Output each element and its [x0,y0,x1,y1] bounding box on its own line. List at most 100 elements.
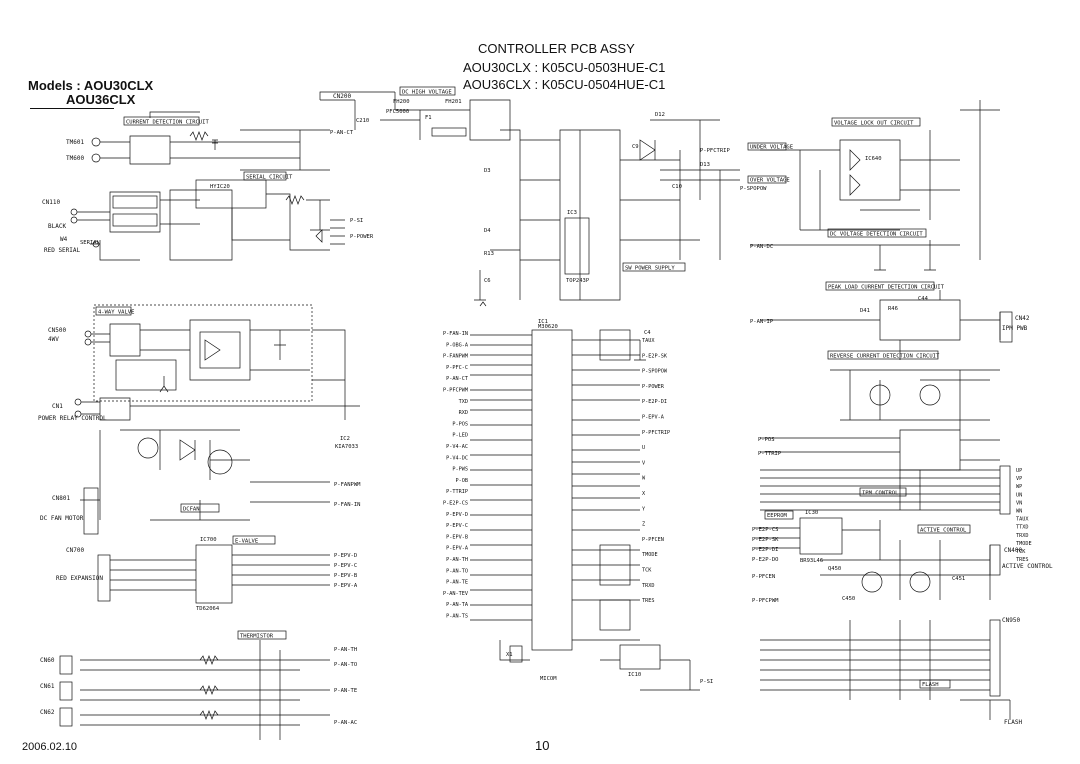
model-line-2: AOU36CLX : K05CU-0504HUE-C1 [463,77,666,92]
label-ipm-control: IPM CONTROL [862,491,899,497]
net-p-e2p-do: P-E2P-DO [752,557,779,563]
net-p-pfcpwm: P-PFCPWM [752,598,779,604]
micom-right-signal-10: X [642,491,646,497]
connector-cn500: CN500 [48,327,66,334]
block-frame-current-detection [123,116,200,126]
resistor-icon [199,710,219,720]
connector-tm601: TM601 [66,139,84,146]
net-p-pos: P-POS [758,437,775,443]
connector-icon [74,398,82,406]
capacitor-icon [634,340,646,361]
label-dc-voltage-detection: DC VOLTAGE DETECTION CIRCUIT [830,232,923,238]
cn42-note: IPM PWB [1002,325,1028,332]
transistor-icon [137,437,159,459]
micom-right-signal-2: P-SPOPOW [642,369,668,375]
part-c450: C450 [842,596,855,602]
part-fh201: FH201 [445,99,462,105]
part-c4: C4 [644,330,651,336]
connector-icon [91,137,101,147]
connector-tm600: TM600 [66,155,84,162]
ic640-label: IC640 [865,156,882,162]
micom-right-signal-5: P-EPV-A [642,415,665,421]
connector-cn60: CN60 [40,657,55,664]
label-eeprom: EEPROM [767,513,788,519]
part-c10: C10 [672,184,682,190]
connector-cn801: CN801 [52,495,70,502]
transistor-icon [909,571,931,593]
part-c6: C6 [484,278,491,284]
ground-icon [479,301,487,307]
connector-icon [84,338,92,346]
edge-signal-0: UP [1016,468,1022,474]
micom-left-signal-0: P-FAN-IN [443,331,468,337]
net-p-an-th: P-AN-TH [334,647,357,653]
part-x1: X1 [506,652,513,658]
connector-icon [70,208,78,216]
connector-cn700: CN700 [66,547,84,554]
edge-signal-11: TRES [1016,557,1029,563]
part-c210: C210 [356,118,369,124]
micom-right-signal-0: TAUX [642,338,655,344]
ic2-label: IC2 [340,436,350,442]
transistor-icon [919,384,941,406]
micom-right-signal-4: P-E2P-DI [642,399,667,405]
ic700-label: IC700 [200,537,217,543]
part-c44: C44 [918,296,929,302]
ic30-label: IC30 [805,510,818,516]
micom-right-signal-17: TRES [642,598,655,604]
net-p-an-dc: P-AN-DC [750,244,773,250]
op-amp-icon [849,174,861,196]
micom-left-signal-10: P-V4-AC [446,444,468,450]
micom-right-signal-6: P-PFCTRIP [642,430,670,436]
connector-cn950: CN950 [1002,617,1020,624]
part-d3: D3 [484,168,491,174]
edge-signal-3: UN [1016,492,1022,498]
micom-left-signal-24: P-AN-TA [446,602,469,608]
micom-left-signal-14: P-TTRIP [446,489,468,495]
net-p-e2p-cs: P-E2P-CS [752,527,779,533]
micom-left-signal-22: P-AN-TE [446,580,468,586]
cn700-note: RED EXPANSION [56,575,103,582]
capacitor-icon [212,139,218,150]
net-p-epv-b: P-EPV-B [334,573,358,579]
transistor-icon [869,384,891,406]
label-reverse-current: REVERSE CURRENT DETECTION CIRCUIT [830,354,940,360]
net-p-an-ct: P-AN-CT [330,130,354,136]
diode-icon [204,339,221,361]
models-label: Models : AOU30CLX [28,78,154,93]
footer-page-number: 10 [535,738,550,753]
micom-left-signal-9: P-LED [452,433,468,439]
block-frame-sw-power-supply [622,262,686,272]
label-serial: SERIAL [80,240,101,246]
micom-right-signal-13: P-PFCEN [642,537,664,543]
label-four-way-valve: 4-WAY VALVE [98,310,134,316]
edge-signal-4: VN [1016,500,1022,506]
net-p-e2p-sk: P-E2P-SK [752,537,779,543]
ic700-part: TD62064 [196,606,220,612]
connector-cn400: CN400 [1004,547,1022,554]
micom-right-signal-12: Z [642,522,645,528]
label-peak-load-current: PEAK LOAD CURRENT DETECTION CIRCUIT [828,285,945,291]
micom-left-signals: P-FAN-INP-OBG-AP-FANPWMP-PFC-CP-AN-CTP-P… [443,331,469,620]
micom-left-signal-12: P-PWS [452,467,468,473]
op-amp-icon [849,149,861,171]
cn110-note: BLACK [48,223,66,230]
ic1-label: IC1 [538,319,548,325]
ic10-label: IC10 [628,672,641,678]
label-active-control: ACTIVE CONTROL [920,528,967,534]
resistor-icon [285,195,330,231]
edge-signal-7: TTXD [1016,525,1029,531]
connector-cn61: CN61 [40,683,55,690]
edge-signal-2: WP [1016,484,1022,490]
edge-signal-8: TRXD [1016,533,1029,539]
net-p-fan-in: P-FAN-IN [334,502,361,508]
resistor-icon [199,655,219,665]
edge-signal-6: TAUX [1016,517,1029,523]
edge-signal-5: WN [1016,509,1022,515]
micom-left-signal-6: TXD [459,399,468,405]
micom-left-signal-16: P-EPV-D [446,512,468,518]
diode-icon [315,229,323,243]
cn801-note: DC FAN MOTOR [40,515,84,522]
label-voltage-lock-out: VOLTAGE LOCK OUT CIRCUIT [834,121,914,127]
micom-right-signals: TAUXP-E2P-SKP-SPOPOWP-POWERP-E2P-DIP-EPV… [642,338,670,604]
